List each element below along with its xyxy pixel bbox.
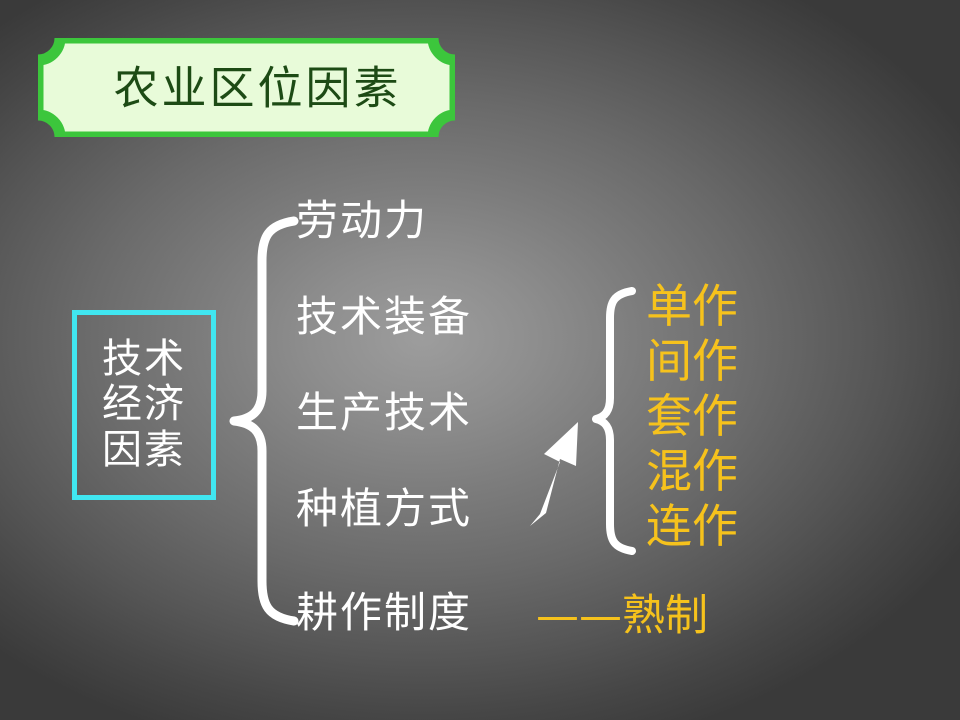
small-curly-brace: [592, 286, 636, 556]
cropping-item-5: 连作: [646, 499, 738, 553]
cropping-item-4: 混作: [646, 444, 738, 498]
left-box-line-1: 技术: [102, 336, 186, 383]
factor-item-2: 技术装备: [296, 292, 473, 341]
left-category-box: 技术 经济 因素: [72, 310, 216, 500]
factor-item-5: 耕作制度: [296, 588, 473, 637]
cropping-item-3: 套作: [646, 389, 738, 443]
cropping-system-note: ——熟制: [536, 591, 708, 641]
factor-item-1: 劳动力: [296, 196, 429, 245]
cropping-item-2: 间作: [646, 334, 738, 388]
factor-item-3: 生产技术: [296, 388, 473, 437]
factor-item-4: 种植方式: [296, 484, 473, 533]
title-banner-shape: [38, 38, 455, 137]
cropping-item-1: 单作: [646, 279, 738, 333]
left-box-line-2: 经济: [102, 381, 186, 428]
up-right-arrow-path: [530, 422, 578, 526]
big-curly-brace-path: [229, 216, 299, 626]
title-banner: 农业区位因素: [38, 38, 455, 137]
up-right-arrow-icon: [516, 418, 588, 530]
page-title: 农业区位因素: [113, 61, 402, 114]
small-curly-brace-path: [592, 287, 636, 555]
left-box-line-3: 因素: [102, 426, 186, 473]
big-curly-brace: [228, 215, 300, 627]
